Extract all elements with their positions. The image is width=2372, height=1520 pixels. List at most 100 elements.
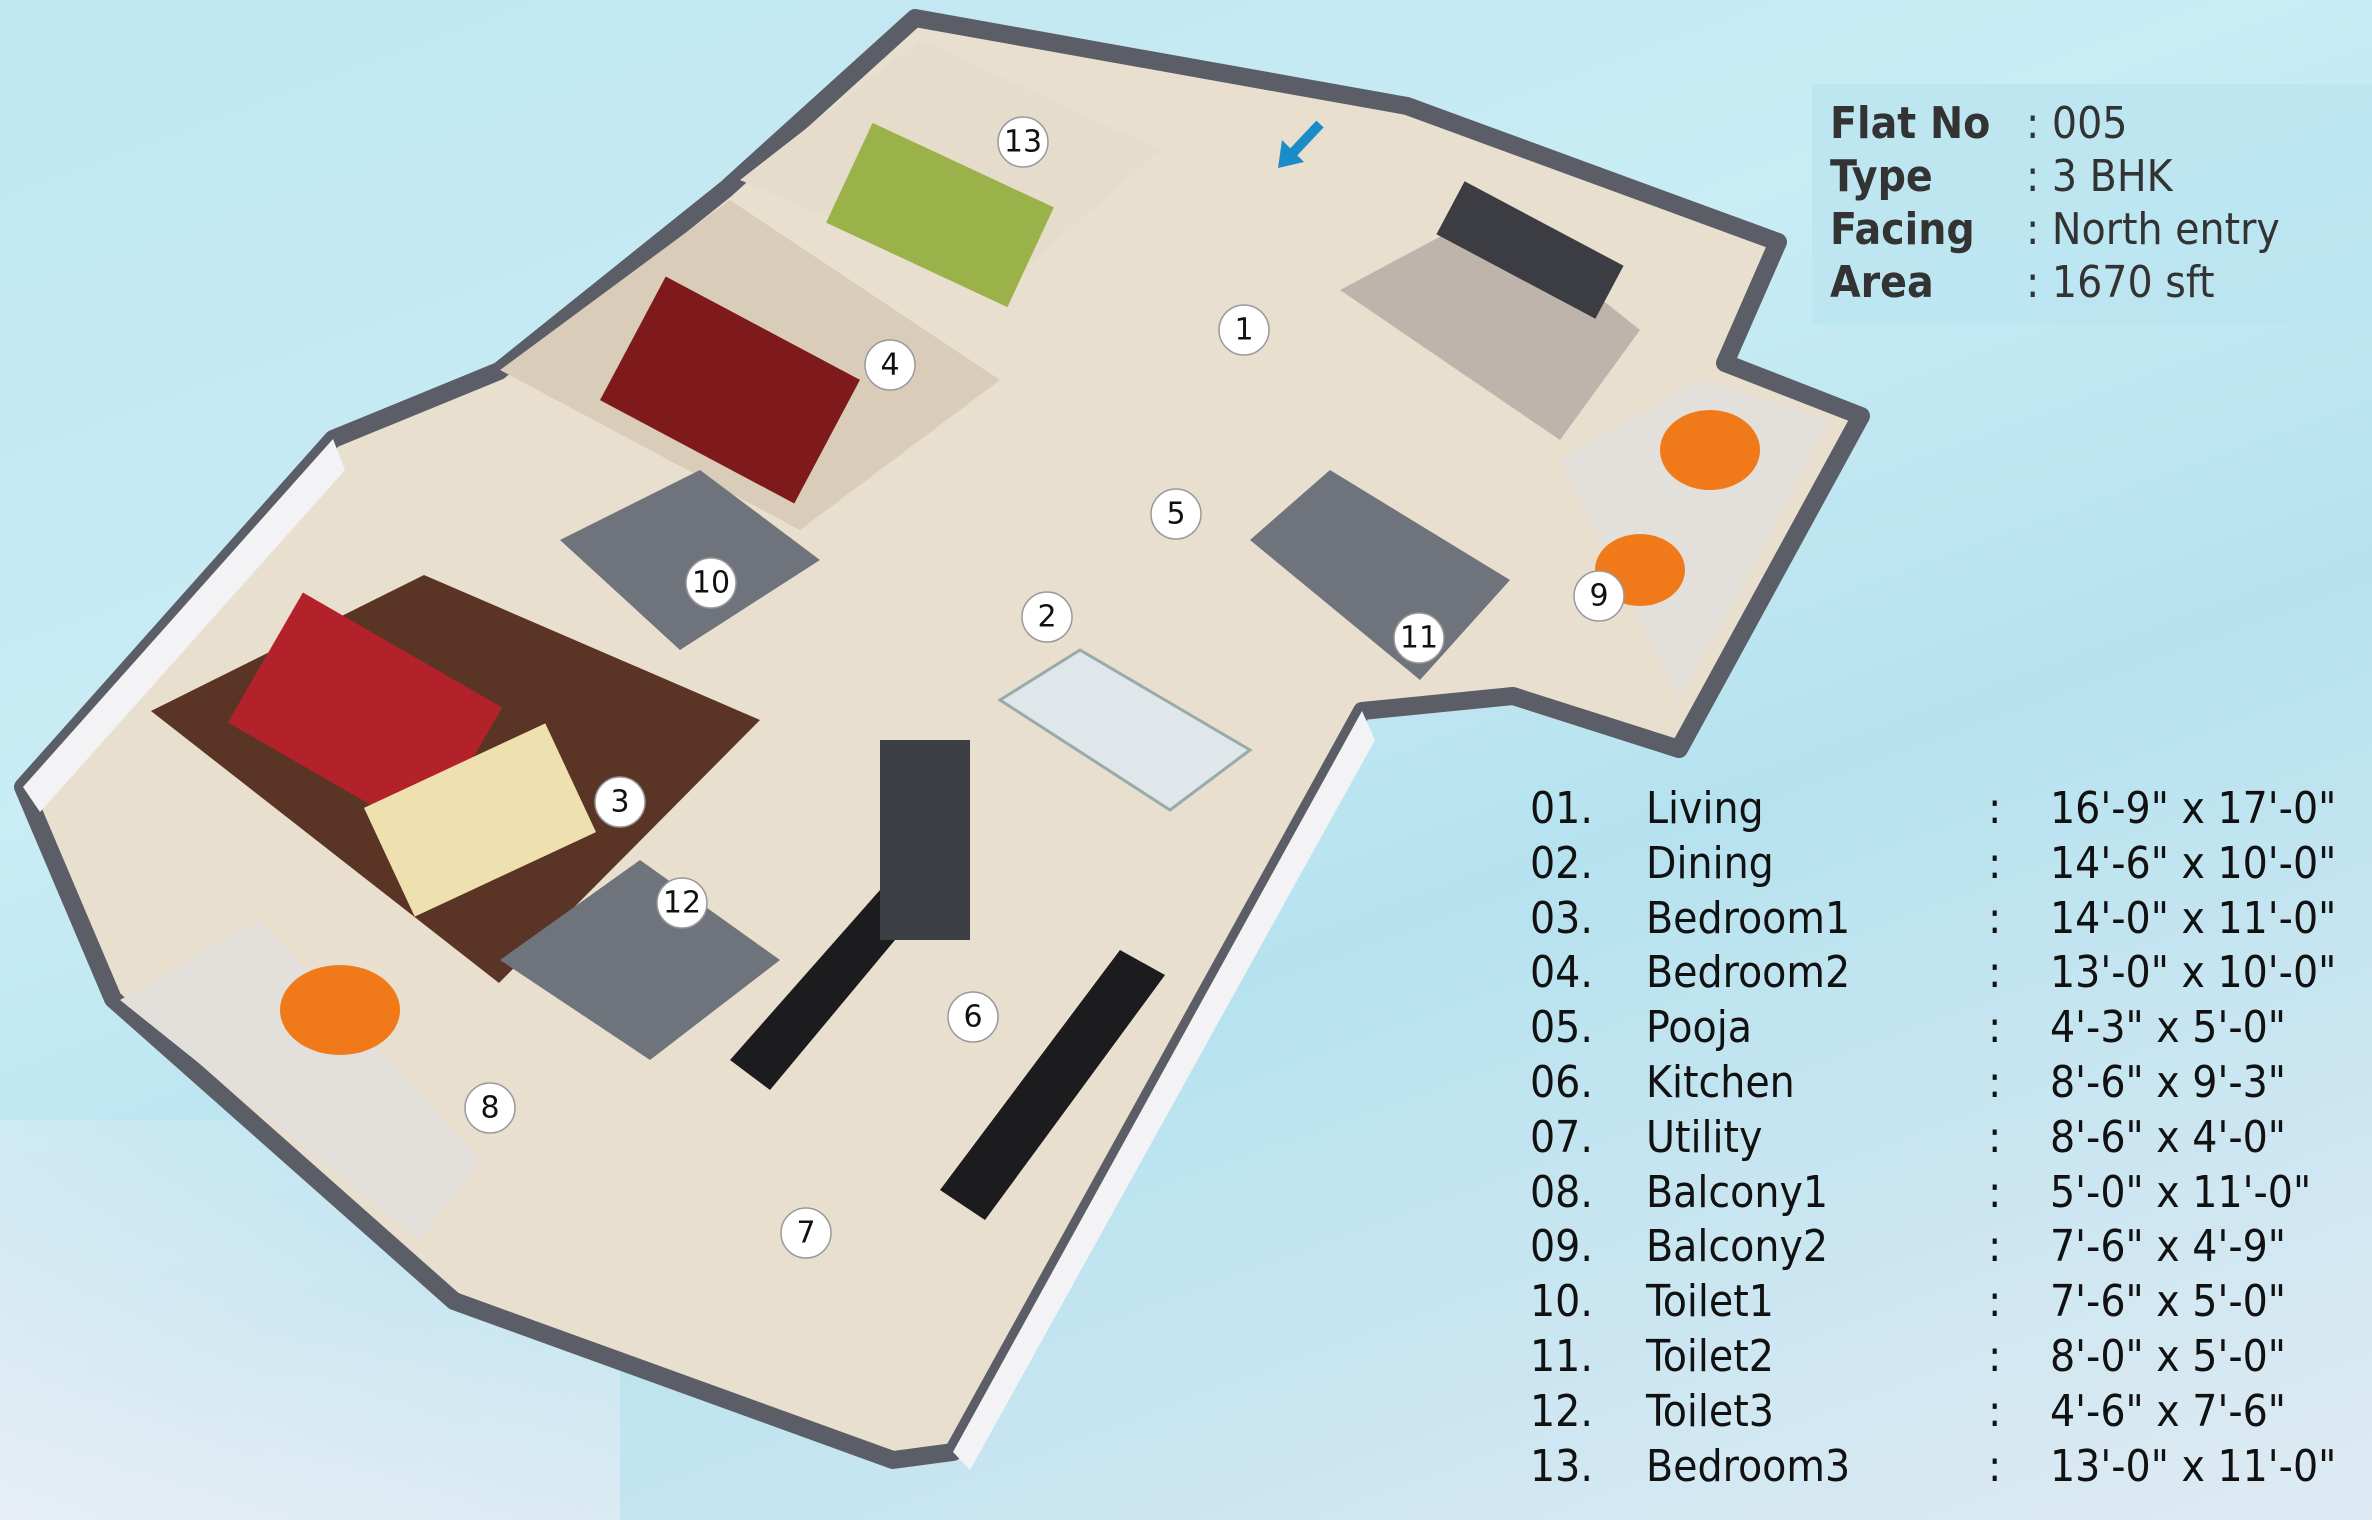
area-label: Area [1830, 257, 1934, 308]
living-rug [1340, 210, 1640, 440]
marker-number: 4 [880, 348, 899, 383]
room-number: 04. [1530, 947, 1593, 999]
marker-circle [594, 776, 646, 828]
room-dimensions: 16'-9" x 17'-0" [2050, 783, 2337, 834]
bedroom3-bed [826, 122, 1054, 308]
separator: : [1988, 1331, 2002, 1382]
room-name: Balcony1 [1646, 1166, 1829, 1218]
marker-circle [997, 116, 1049, 168]
room-dimensions: 4'-6" x 7'-6" [2050, 1385, 2286, 1437]
separator: : [1988, 1221, 2002, 1273]
room-marker: 11 [1393, 612, 1445, 664]
room-name: Toilet1 [1646, 1276, 1774, 1328]
bedroom2-bed [600, 276, 860, 504]
toilet2-floor [1250, 470, 1510, 680]
toilet3-floor [500, 860, 780, 1060]
room-number: 01. [1530, 783, 1593, 834]
room-marker: 5 [1150, 488, 1202, 540]
room-marker: 12 [656, 877, 708, 929]
flat-no-label: Flat No [1830, 98, 1991, 149]
room-dimensions: 5'-0" x 11'-0" [2050, 1166, 2312, 1218]
flat-no-value: : 005 [2026, 98, 2128, 149]
room-name: Kitchen [1646, 1057, 1795, 1108]
marker-number: 13 [1004, 125, 1042, 160]
marker-number: 6 [963, 1000, 982, 1035]
room-number: 10. [1530, 1276, 1593, 1328]
separator: : [1988, 1057, 2002, 1108]
room-name: Pooja [1646, 1002, 1752, 1054]
room-number: 03. [1530, 892, 1593, 944]
room-marker: 7 [780, 1207, 832, 1259]
marker-circle [1573, 570, 1625, 622]
room-marker: 9 [1573, 570, 1625, 622]
balcony2-chair [1660, 410, 1760, 490]
room-marker: 10 [685, 557, 737, 609]
marker-circle [864, 339, 916, 391]
balcony1-chair [280, 965, 400, 1055]
room-marker: 2 [1021, 591, 1073, 643]
room-name: Living [1646, 783, 1764, 834]
separator: : [1988, 837, 2002, 889]
room-marker: 6 [947, 991, 999, 1043]
marker-number: 8 [480, 1091, 499, 1126]
room-name: Balcony2 [1646, 1221, 1829, 1273]
room-dimensions: 8'-0" x 5'-0" [2050, 1331, 2286, 1382]
room-number: 08. [1530, 1166, 1593, 1218]
room-number: 02. [1530, 837, 1593, 889]
separator: : [1988, 947, 2002, 999]
separator: : [1988, 1002, 2002, 1054]
room-marker: 3 [594, 776, 646, 828]
marker-number: 2 [1037, 600, 1056, 635]
room-name: Bedroom2 [1646, 947, 1851, 999]
wall-face [23, 439, 345, 812]
room-number: 05. [1530, 1002, 1593, 1054]
room-marker: 1 [1218, 304, 1270, 356]
room-number: 06. [1530, 1057, 1593, 1108]
room-dimensions: 8'-6" x 4'-0" [2050, 1111, 2286, 1163]
marker-circle [1218, 304, 1270, 356]
marker-number: 10 [692, 566, 730, 601]
room-name: Utility [1646, 1111, 1763, 1163]
facing-value: : North entry [2026, 204, 2280, 255]
room-marker: 8 [464, 1082, 516, 1134]
marker-circle [1150, 488, 1202, 540]
toilet1-floor [560, 470, 820, 650]
room-dimensions: 4'-3" x 5'-0" [2050, 1002, 2286, 1054]
bedroom1-rug [364, 723, 596, 917]
type-label: Type [1830, 151, 1933, 202]
room-name: Bedroom3 [1646, 1440, 1851, 1492]
room-name: Toilet3 [1646, 1385, 1774, 1437]
wall-face [953, 711, 1375, 1470]
room-dimensions: 14'-0" x 11'-0" [2050, 892, 2337, 944]
room-number: 12. [1530, 1385, 1593, 1437]
room-dimensions: 14'-6" x 10'-0" [2050, 837, 2337, 889]
marker-circle [1021, 591, 1073, 643]
separator: : [1988, 1166, 2002, 1218]
marker-circle [464, 1082, 516, 1134]
separator: : [1988, 1111, 2002, 1163]
room-dimensions: 8'-6" x 9'-3" [2050, 1057, 2286, 1108]
fridge [880, 740, 970, 940]
facing-label: Facing [1830, 204, 1975, 255]
room-dimensions: 7'-6" x 5'-0" [2050, 1276, 2286, 1328]
marker-circle [1393, 612, 1445, 664]
room-number: 13. [1530, 1440, 1593, 1492]
room-name: Dining [1646, 837, 1774, 889]
kitchen-counter [730, 890, 920, 1090]
area-value: : 1670 sft [2026, 257, 2215, 308]
separator: : [1988, 1440, 2002, 1492]
dining-table [997, 648, 1253, 812]
marker-number: 12 [663, 886, 701, 921]
flat-info-box: Flat No: 005 Type: 3 BHK Facing: North e… [1812, 84, 2372, 324]
room-name: Bedroom1 [1646, 892, 1851, 944]
balcony1-floor [120, 920, 480, 1240]
marker-number: 7 [796, 1216, 815, 1251]
separator: : [1988, 783, 2002, 834]
marker-circle [685, 557, 737, 609]
room-dimensions: 13'-0" x 10'-0" [2050, 947, 2337, 999]
separator: : [1988, 892, 2002, 944]
room-number: 07. [1530, 1111, 1593, 1163]
marker-number: 9 [1589, 579, 1608, 614]
marker-number: 11 [1400, 621, 1438, 656]
